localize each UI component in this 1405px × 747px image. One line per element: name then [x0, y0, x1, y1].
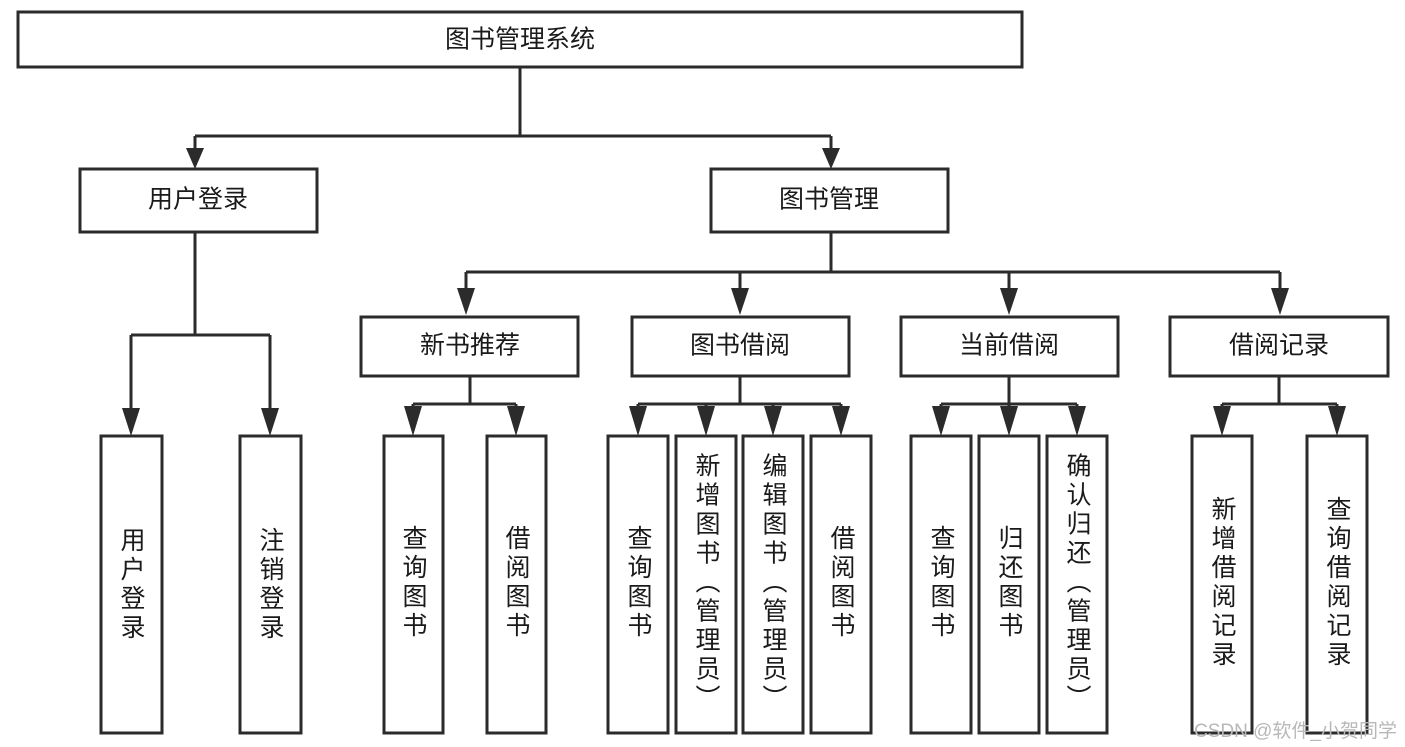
arrow-head-borrow-record [1271, 288, 1289, 315]
node-leaf-user-logout-box[interactable] [238, 434, 303, 735]
node-root-label: 图书管理系统 [445, 26, 595, 54]
node-borrow-record-box[interactable] [1168, 315, 1390, 378]
node-leaf-borrow-book-2-box[interactable] [809, 434, 873, 735]
node-current-borrow[interactable]: 当前借阅 [899, 315, 1120, 378]
arrow-head-leaf-user-login [122, 408, 140, 436]
arrow-head-book-borrow [731, 288, 749, 315]
node-leaf-confirm-return-box[interactable] [1045, 434, 1109, 735]
node-leaf-add-record-label: 新增借阅记录 [1208, 496, 1237, 670]
node-book-management-label: 图书管理 [779, 186, 879, 214]
node-new-book-recommend-box[interactable] [359, 315, 580, 378]
arrow-head-leaf-edit-book [764, 406, 782, 436]
node-leaf-add-book-label: 新增图书（管理员） [692, 453, 721, 714]
connector-layer [122, 67, 1346, 436]
node-book-borrow-label: 图书借阅 [690, 332, 790, 360]
node-borrow-record[interactable]: 借阅记录 [1168, 315, 1390, 378]
node-new-book-recommend[interactable]: 新书推荐 [359, 315, 580, 378]
arrow-head-user-login [186, 148, 204, 169]
node-leaf-query-book-3-label: 查询图书 [927, 525, 956, 641]
node-leaf-query-book-2-label: 查询图书 [624, 525, 653, 641]
node-leaf-edit-book-label: 编辑图书（管理员） [759, 453, 788, 714]
node-user-login-label: 用户登录 [148, 186, 248, 214]
node-leaf-user-logout[interactable]: 注销登录 [238, 434, 303, 735]
arrow-head-new-book-recommend [457, 288, 475, 315]
node-leaf-borrow-book-1[interactable]: 借阅图书 [485, 434, 548, 735]
node-current-borrow-box[interactable] [899, 315, 1120, 378]
node-book-borrow-box[interactable] [630, 315, 851, 378]
node-book-management[interactable]: 图书管理 [709, 167, 950, 234]
node-leaf-query-book-3[interactable]: 查询图书 [909, 434, 973, 735]
node-leaf-query-book-3-box[interactable] [909, 434, 973, 735]
arrow-head-current-borrow [1000, 288, 1018, 315]
node-current-borrow-label: 当前借阅 [959, 332, 1059, 360]
arrow-head-leaf-query-record [1328, 406, 1346, 436]
node-leaf-borrow-book-2[interactable]: 借阅图书 [809, 434, 873, 735]
node-user-login-box[interactable] [78, 167, 319, 234]
node-leaf-return-book-box[interactable] [977, 434, 1041, 735]
node-leaf-user-logout-label: 注销登录 [256, 527, 285, 643]
arrow-head-leaf-add-book [697, 406, 715, 436]
node-book-borrow[interactable]: 图书借阅 [630, 315, 851, 378]
arrow-head-book-management [822, 148, 840, 169]
node-leaf-add-record-box[interactable] [1190, 434, 1254, 735]
csdn-watermark: CSDN @软件_小贺同学 [1194, 721, 1397, 742]
arrow-head-leaf-borrow-book-2 [832, 406, 850, 436]
node-leaf-query-record-box[interactable] [1305, 434, 1369, 735]
arrow-head-leaf-return-book [1000, 406, 1018, 436]
node-leaf-return-book[interactable]: 归还图书 [977, 434, 1041, 735]
node-leaf-edit-book[interactable]: 编辑图书（管理员） [741, 434, 805, 735]
node-borrow-record-label: 借阅记录 [1229, 332, 1329, 360]
node-leaf-user-login[interactable]: 用户登录 [99, 434, 164, 735]
node-leaf-add-book-box[interactable] [674, 434, 738, 735]
node-leaf-user-login-box[interactable] [99, 434, 164, 735]
arrow-head-leaf-confirm-return [1068, 406, 1086, 436]
node-leaf-borrow-book-1-label: 借阅图书 [502, 525, 531, 641]
node-leaf-edit-book-box[interactable] [741, 434, 805, 735]
node-leaf-confirm-return[interactable]: 确认归还（管理员） [1045, 434, 1109, 735]
node-leaf-add-record[interactable]: 新增借阅记录 [1190, 434, 1254, 735]
node-leaf-query-book-1[interactable]: 查询图书 [382, 434, 445, 735]
node-user-login[interactable]: 用户登录 [78, 167, 319, 234]
node-book-management-box[interactable] [709, 167, 950, 234]
node-leaf-query-record[interactable]: 查询借阅记录 [1305, 434, 1369, 735]
node-new-book-recommend-label: 新书推荐 [420, 332, 520, 360]
node-leaf-user-login-label: 用户登录 [117, 527, 146, 643]
arrow-head-leaf-user-logout [261, 408, 279, 436]
node-leaf-query-book-2[interactable]: 查询图书 [606, 434, 670, 735]
arrow-head-leaf-query-book-2 [629, 406, 647, 436]
node-root-box[interactable] [16, 10, 1024, 69]
arrow-head-leaf-borrow-book-1 [507, 406, 525, 436]
node-leaf-return-book-label: 归还图书 [995, 525, 1024, 641]
arrow-head-leaf-query-book-3 [932, 406, 950, 436]
node-leaf-query-record-label: 查询借阅记录 [1323, 496, 1352, 670]
node-leaf-borrow-book-2-label: 借阅图书 [827, 525, 856, 641]
node-leaf-add-book[interactable]: 新增图书（管理员） [674, 434, 738, 735]
node-leaf-query-book-2-box[interactable] [606, 434, 670, 735]
node-leaf-query-book-1-box[interactable] [382, 434, 445, 735]
node-leaf-confirm-return-label: 确认归还（管理员） [1063, 453, 1092, 714]
arrow-head-leaf-add-record [1213, 406, 1231, 436]
node-leaf-borrow-book-1-box[interactable] [485, 434, 548, 735]
node-leaf-query-book-1-label: 查询图书 [399, 525, 428, 641]
node-root[interactable]: 图书管理系统 [16, 10, 1024, 69]
arrow-head-leaf-query-book-1 [404, 406, 422, 436]
